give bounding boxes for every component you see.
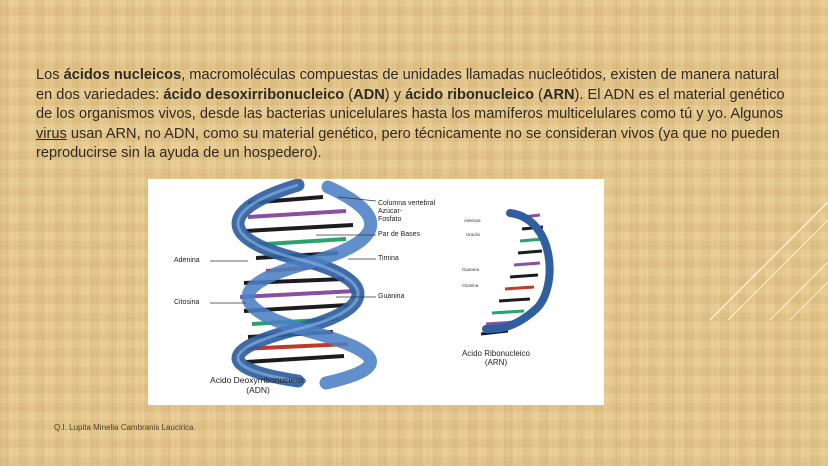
dna-caption: Acido Deoxyrribonucleico (ADN) [178,375,338,395]
rna-label-adenine: Adenina [464,218,481,223]
label-sugar-text: Azúcar- [378,208,403,215]
rna-caption-line2: (ARN) [484,358,508,367]
virus-link[interactable]: virus [36,125,67,142]
dna-caption-line1: Acido Deoxyrribonucleico [210,375,306,385]
text-run: ) y [384,86,406,103]
label-cytosine: Citosina [174,299,200,306]
rna-label-uracil: Uracilo [466,232,481,237]
footer-credit: Q.I. Lupita Minelia Cambranis Laucirica. [54,423,196,432]
rna-caption: Acido Ribonucleico (ARN) [436,349,556,367]
rna-caption-line1: Acido Ribonucleico [461,349,531,358]
text-run: ( [344,86,354,103]
dna-strand-b [241,180,378,390]
label-guanine: Guanina [378,293,405,300]
term-adn-abbrev: ADN [353,86,385,103]
dna-caption-line2: (ADN) [246,385,270,395]
label-base-pair: Par de Bases [378,231,421,238]
term-nucleic-acids: ácidos nucleicos [63,67,182,83]
label-thymine: Timina [378,255,399,262]
dna-rna-illustration [210,179,554,390]
term-arn-abbrev: ARN [542,86,575,103]
label-backbone-text: Columna vertebral [378,200,436,207]
term-rna: ácido ribonucleico [405,86,534,103]
label-backbone: Columna vertebral Azúcar- Fosfato [378,200,435,224]
text-run: Los [36,67,64,83]
rna-label-cytosine: Citosina [462,283,479,288]
decorative-lines [709,201,828,321]
leader-lines [210,196,377,304]
term-dna: ácido desoxirribonucleico [163,86,345,103]
text-run: ). El ADN es el material genético de los… [36,86,785,123]
dna-rna-figure: Columna vertebral Azúcar- Fosfato Par de… [148,179,604,405]
rna-strand [482,209,554,333]
label-adenine: Adenina [174,257,200,264]
label-phosphate-text: Fosfato [378,216,402,223]
text-run: usan ARN, no ADN, como su material genét… [36,125,780,162]
intro-paragraph: Los ácidos nucleicos, macromoléculas com… [36,66,786,164]
text-run: , macromoléculas compuestas de unidades … [36,67,780,103]
rna-label-guanine: Guanina [462,267,480,272]
text-run: ( [534,86,543,103]
